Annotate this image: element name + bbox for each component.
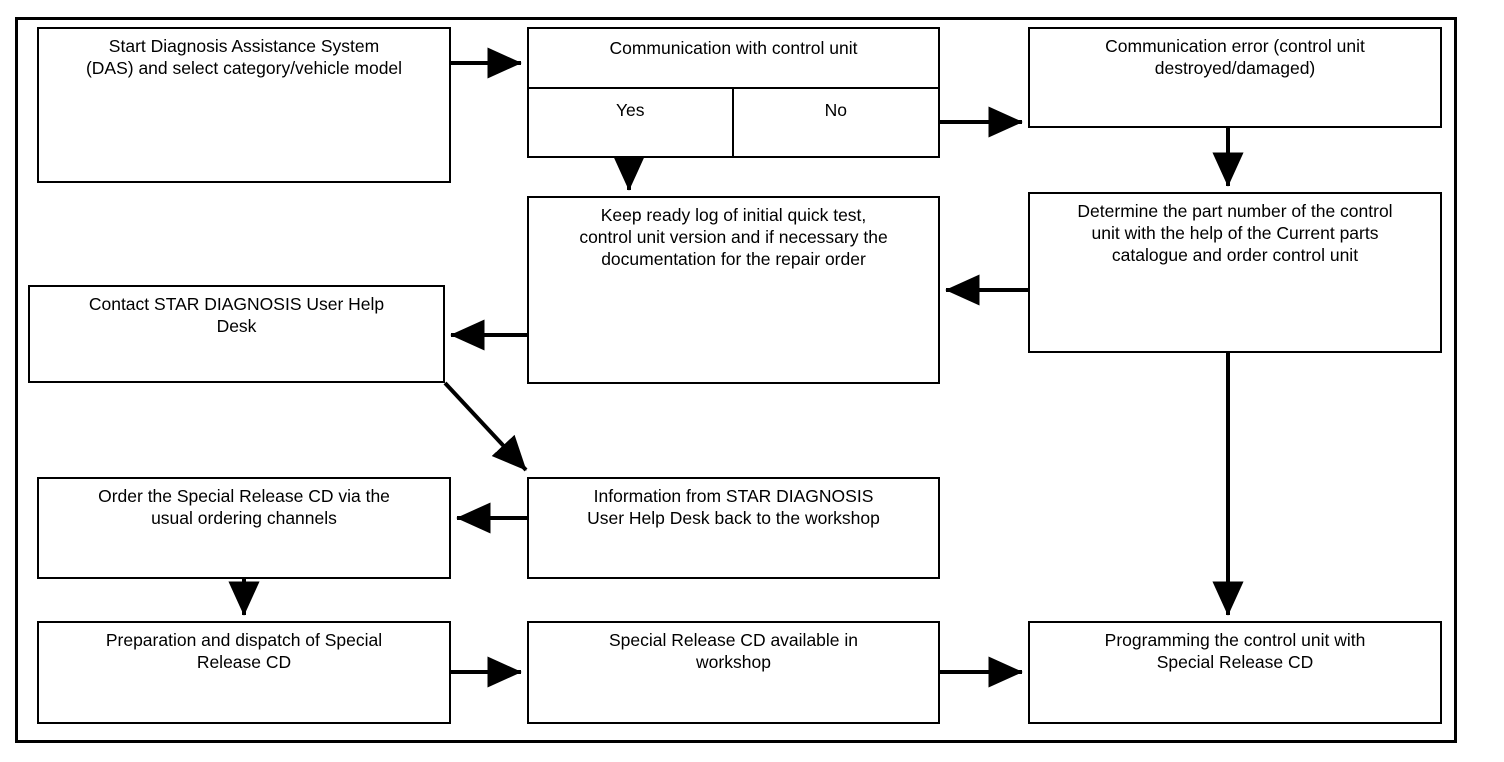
decision-option-no[interactable]: No [824, 100, 847, 120]
node-communication-label: Communication with control unit [609, 38, 858, 58]
node-communication-header: Communication with control unit [529, 29, 938, 89]
node-keep-ready-log-label: Keep ready log of initial quick test, co… [579, 205, 888, 269]
diagram-outer-frame [15, 17, 1457, 743]
node-determine-part-number-label: Determine the part number of the control… [1077, 201, 1393, 265]
node-contact-star-diagnosis-help-desk-label: Contact STAR DIAGNOSIS User Help Desk [88, 294, 385, 336]
node-communication-with-control-unit[interactable]: Communication with control unit Yes No [527, 27, 940, 158]
node-determine-part-number[interactable]: Determine the part number of the control… [1028, 192, 1442, 353]
node-cd-available-in-workshop[interactable]: Special Release CD available in workshop [527, 621, 940, 724]
node-cd-available-in-workshop-label: Special Release CD available in workshop [608, 630, 859, 672]
node-start-das-label: Start Diagnosis Assistance System (DAS) … [85, 36, 403, 78]
node-start-das[interactable]: Start Diagnosis Assistance System (DAS) … [37, 27, 451, 183]
node-communication-error-label: Communication error (control unit destro… [1105, 36, 1365, 78]
decision-option-yes[interactable]: Yes [529, 89, 734, 156]
node-order-special-release-cd[interactable]: Order the Special Release CD via the usu… [37, 477, 451, 579]
node-keep-ready-log[interactable]: Keep ready log of initial quick test, co… [527, 196, 940, 384]
node-information-back-to-workshop-label: Information from STAR DIAGNOSIS User Hel… [587, 486, 880, 528]
node-preparation-and-dispatch-label: Preparation and dispatch of Special Rele… [105, 630, 383, 672]
node-information-back-to-workshop[interactable]: Information from STAR DIAGNOSIS User Hel… [527, 477, 940, 579]
node-communication-error[interactable]: Communication error (control unit destro… [1028, 27, 1442, 128]
node-contact-star-diagnosis-help-desk[interactable]: Contact STAR DIAGNOSIS User Help Desk [28, 285, 445, 383]
node-programming-control-unit-label: Programming the control unit with Specia… [1104, 630, 1366, 672]
node-communication-options: Yes No [529, 89, 938, 156]
node-order-special-release-cd-label: Order the Special Release CD via the usu… [98, 486, 390, 528]
node-programming-control-unit[interactable]: Programming the control unit with Specia… [1028, 621, 1442, 724]
node-preparation-and-dispatch[interactable]: Preparation and dispatch of Special Rele… [37, 621, 451, 724]
